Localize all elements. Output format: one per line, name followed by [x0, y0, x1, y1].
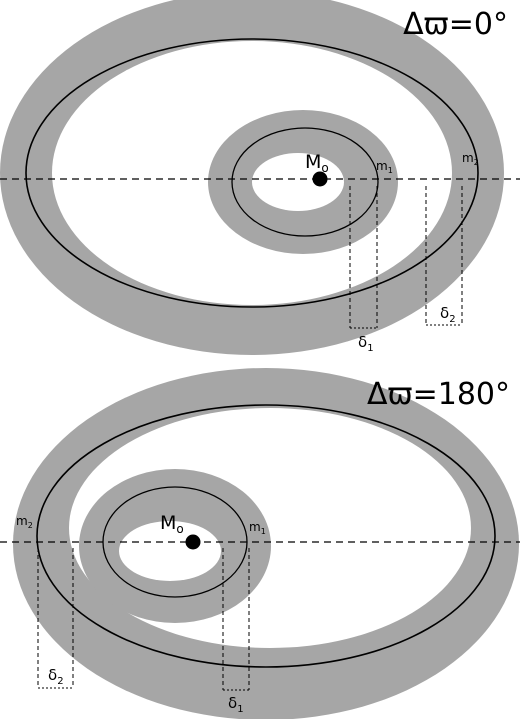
outer-planet-label: m2	[462, 151, 479, 167]
delta-inner-label: δ1	[358, 333, 374, 354]
delta-outer-label: δ2	[48, 666, 64, 687]
panel-aligned: Mo m1 m2 δ1 δ2 Δϖ=0°	[0, 0, 520, 355]
central-mass-label: Mo	[160, 512, 184, 536]
central-mass-dot	[185, 534, 201, 550]
inner-planet-label: m1	[376, 159, 393, 175]
width-markers	[349, 186, 463, 329]
panel-anti-aligned: Mo m1 m2 δ2 δ1 Δϖ=180°	[0, 368, 520, 719]
inner-planet-label: m1	[249, 520, 266, 536]
panel-title-anti-aligned: Δϖ=180°	[367, 377, 510, 412]
outer-orbit	[25, 38, 479, 308]
central-mass-label: Mo	[305, 151, 329, 175]
inner-orbit	[231, 127, 379, 237]
width-markers	[37, 548, 250, 691]
delta-outer-label: δ2	[440, 304, 456, 325]
outer-planet-label: m2	[16, 514, 33, 530]
delta-inner-label: δ1	[228, 694, 244, 715]
outer-orbit	[36, 404, 496, 668]
central-mass-dot	[312, 171, 328, 187]
inner-band-hole	[252, 153, 344, 211]
panel-title-aligned: Δϖ=0°	[403, 7, 508, 42]
